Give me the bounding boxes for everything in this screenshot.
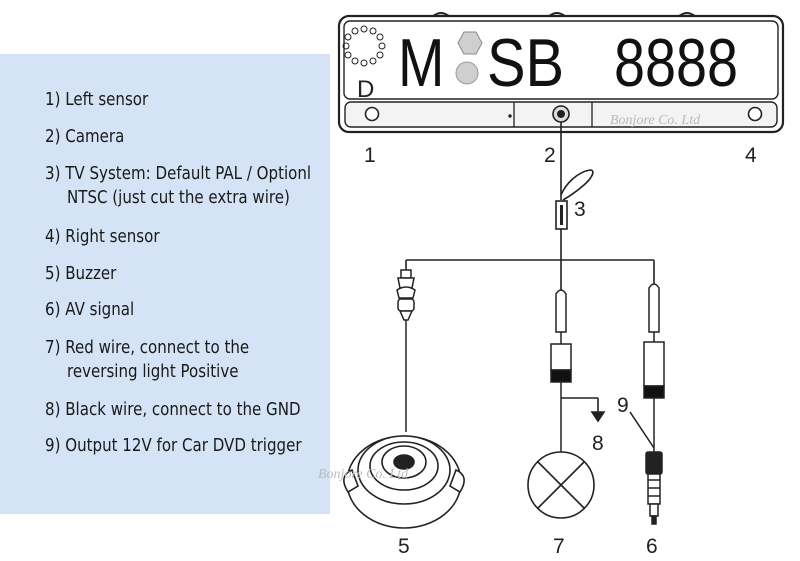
- legend-item-red-wire: 7) Red wire, connect to the: [45, 338, 250, 358]
- buzzer-connector: [396, 269, 416, 432]
- legend-item-dvd-trigger: 9) Output 12V for Car DVD trigger: [45, 436, 302, 456]
- plate-text-left: M: [398, 26, 444, 101]
- eu-stars-emblem: [342, 25, 386, 67]
- left-sensor: [364, 106, 380, 122]
- av-connector: [629, 283, 665, 525]
- callout-2: 2: [544, 144, 556, 167]
- callout-1: 1: [364, 144, 376, 167]
- plate-text-mid: SB: [487, 26, 564, 101]
- legend-item-black-wire: 8) Black wire, connect to the GND: [45, 400, 301, 420]
- legend-item-red-wire-note: reversing light Positive: [67, 362, 239, 382]
- callout-6: 6: [646, 535, 658, 558]
- legend-panel: 1) Left sensor 2) Camera 3) TV System: D…: [0, 54, 330, 514]
- wiring: [405, 122, 655, 294]
- plate-country-code: D: [357, 76, 374, 103]
- reversing-lamp: [527, 451, 595, 519]
- callout-8: 8: [592, 432, 604, 455]
- registration-seal: [455, 31, 483, 85]
- ground-wire-arrow: [561, 397, 606, 423]
- camera: [552, 105, 570, 123]
- red-wire-connector: [550, 289, 572, 452]
- legend-item-av-signal: 6) AV signal: [45, 300, 135, 320]
- legend-item-tv-system-note: NTSC (just cut the extra wire): [67, 188, 290, 208]
- callout-5: 5: [398, 535, 410, 558]
- legend-item-camera: 2) Camera: [45, 127, 125, 147]
- legend-item-right-sensor: 4) Right sensor: [45, 227, 160, 247]
- legend-item-buzzer: 5) Buzzer: [45, 264, 117, 284]
- legend-item-left-sensor: 1) Left sensor: [45, 90, 149, 110]
- watermark-top: Bonjore Co. Ltd: [610, 113, 701, 128]
- legend-item-tv-system: 3) TV System: Default PAL / Optionl: [45, 164, 312, 184]
- callout-7: 7: [553, 535, 565, 558]
- callout-9: 9: [617, 394, 629, 417]
- plate-text-right: 8888: [614, 26, 738, 101]
- buzzer: [343, 435, 465, 529]
- right-sensor: [747, 106, 763, 122]
- watermark-bottom: Bonjore Co. Ltd: [318, 467, 409, 482]
- callout-4: 4: [745, 144, 757, 167]
- callout-3: 3: [574, 198, 586, 221]
